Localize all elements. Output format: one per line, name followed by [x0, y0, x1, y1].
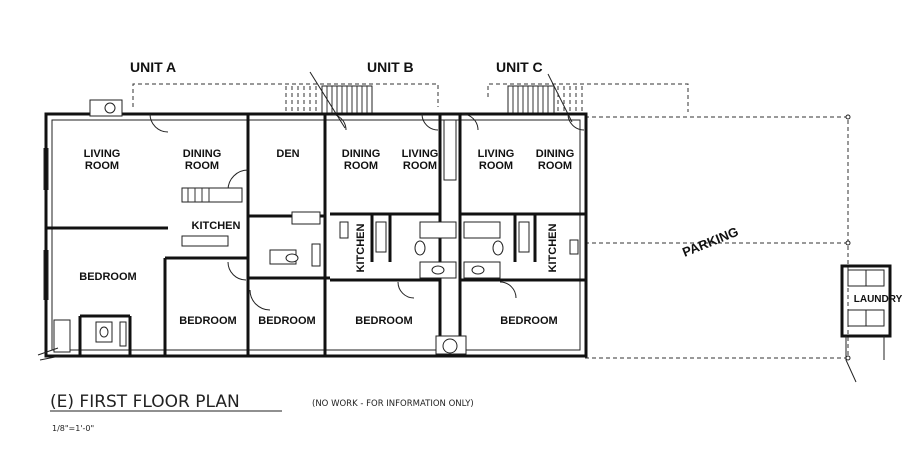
room-label-a-bedroom-1: BEDROOM	[79, 271, 136, 283]
room-label-c-kitchen: KITCHEN	[547, 224, 559, 273]
survey-ticks	[37, 114, 851, 361]
room-label-b-living: ROOM	[403, 160, 437, 172]
room-label-a-kitchen: KITCHEN	[192, 220, 241, 232]
stair-dotted-a	[285, 86, 317, 112]
upper-deck-outline	[132, 83, 849, 359]
unit-a-label: UNIT A	[130, 59, 176, 75]
room-label-a-dining: ROOM	[185, 160, 219, 172]
stair-unit-c	[507, 73, 573, 123]
room-label-c-living: LIVING	[478, 148, 515, 160]
plan-scale: 1/8"=1'-0"	[52, 424, 94, 433]
plan-note: (NO WORK - FOR INFORMATION ONLY)	[312, 399, 474, 409]
room-label-den: DEN	[276, 148, 299, 160]
room-label-c-living: ROOM	[479, 160, 513, 172]
room-label-c-dining: DINING	[536, 148, 575, 160]
unit-b-label: UNIT B	[367, 59, 414, 75]
room-label-a-bedroom-2: BEDROOM	[179, 315, 236, 327]
windows-left	[43, 148, 49, 300]
room-label-b-living: LIVING	[402, 148, 439, 160]
exterior-walls	[44, 112, 588, 358]
plan-title: (E) FIRST FLOOR PLAN	[50, 392, 240, 412]
room-label-a-dining: DINING	[183, 148, 222, 160]
door-swings	[149, 113, 585, 311]
room-label-a-bedroom-3: BEDROOM	[258, 315, 315, 327]
parking-label: PARKING	[680, 224, 740, 260]
room-label-c-dining: ROOM	[538, 160, 572, 172]
room-label-c-bedroom: BEDROOM	[500, 315, 557, 327]
stair-dotted-c	[557, 86, 583, 114]
room-label-b-kitchen: KITCHEN	[355, 224, 367, 273]
laundry-label: LAUNDRY	[854, 294, 903, 305]
room-label-a-living: LIVING	[84, 148, 121, 160]
stair-unit-b	[309, 71, 373, 129]
room-label-b-dining: DINING	[342, 148, 381, 160]
unit-c-label: UNIT C	[496, 59, 543, 75]
room-label-b-bedroom: BEDROOM	[355, 315, 412, 327]
laundry-building	[840, 264, 892, 383]
room-label-a-living: ROOM	[85, 160, 119, 172]
fixtures	[53, 99, 579, 355]
room-label-b-dining: ROOM	[344, 160, 378, 172]
